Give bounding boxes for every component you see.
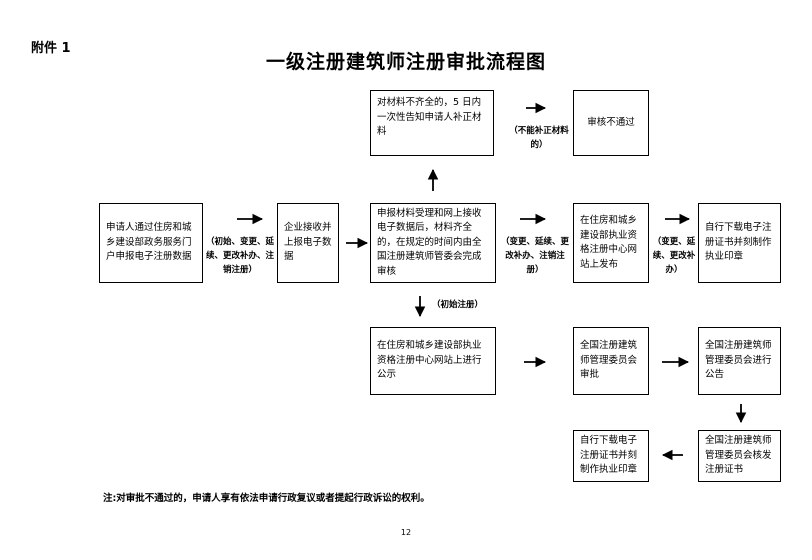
- page-number: 12: [400, 528, 412, 537]
- page-title: 一级注册建筑师注册审批流程图: [265, 51, 546, 73]
- box-committee-issue: 全国注册建筑师管理委员会核发注册证书: [698, 430, 781, 482]
- box-notify-missing: 对材料不齐全的，5 日内一次性告知申请人补正材料: [370, 90, 494, 156]
- label-cannot-supplement: （不能补正材料的）: [509, 126, 569, 150]
- box-review-fail: 审核不通过: [573, 90, 649, 156]
- label-types-download: （变更、延续、更改补办）: [652, 237, 696, 275]
- box-committee-announce: 全国注册建筑师管理委员会进行公告: [698, 327, 781, 395]
- box-apply: 申请人通过住房和城乡建设部政务服务门户申报电子注册数据: [99, 203, 203, 283]
- box-publish-moh: 在住房和城乡建设部执业资格注册中心网站上发布: [573, 203, 649, 283]
- box-enterprise: 企业接收并上报电子数据: [277, 203, 339, 283]
- label-types-after-review: （变更、延续、更改补办、注销注册）: [500, 237, 569, 275]
- box-download-2: 自行下载电子注册证书并刻制作执业印章: [573, 430, 649, 482]
- attachment-label: 附件 1: [31, 41, 71, 56]
- box-committee-approve: 全国注册建筑师管理委员会审批: [573, 327, 649, 395]
- box-publicize-moh: 在住房和城乡建设部执业资格注册中心网站上进行公示: [370, 327, 496, 395]
- footer-note: 注:对审批不通过的，申请人享有依法申请行政复议或者提起行政诉讼的权利。: [103, 493, 430, 504]
- label-initial: （初始注册）: [432, 300, 484, 310]
- box-download-1: 自行下载电子注册证书并刻制作执业印章: [698, 203, 781, 283]
- box-accept: 申报材料受理和网上接收电子数据后，材料齐全的，在规定的时间内由全国注册建筑师管委…: [370, 203, 496, 283]
- label-apply-types: （初始、变更、延续、更改补办、注销注册）: [205, 237, 274, 275]
